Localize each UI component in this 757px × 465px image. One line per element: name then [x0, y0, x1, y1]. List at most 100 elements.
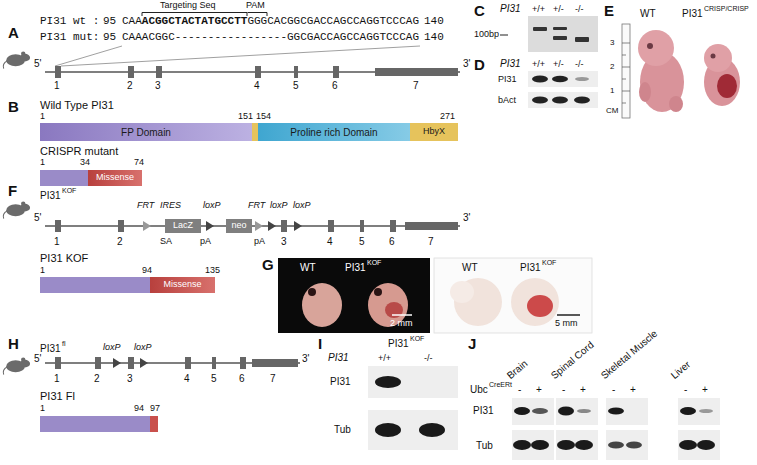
western-blot-j — [512, 398, 554, 425]
annotation-label: 154 — [256, 111, 271, 121]
pcr-gel — [528, 16, 598, 52]
annotation-label: 5 — [211, 373, 217, 385]
western-blot-i — [368, 366, 458, 450]
ruler — [622, 24, 630, 118]
embryo-photo — [302, 283, 342, 327]
annotation-label: WT — [640, 8, 656, 20]
sequence-text: PI31 mut: — [40, 31, 99, 44]
domain-box: Missense — [88, 170, 142, 186]
domain-bar — [150, 416, 158, 432]
annotation-label: 5' — [34, 353, 41, 365]
annotation-label: -/- — [575, 4, 584, 14]
sequence-text: PI31 wt : — [40, 15, 99, 28]
embryo-photo — [717, 74, 737, 98]
annotation-label: 6 — [239, 373, 245, 385]
annotation-label: Tub — [334, 424, 351, 436]
annotation-label: PI31 Fl — [40, 390, 75, 403]
annotation-label: -/- — [424, 353, 433, 363]
pcr-gel — [533, 27, 589, 42]
annotation-label: PI31 — [500, 3, 521, 15]
domain-label: FP Domain — [121, 127, 171, 138]
embryo-photo — [638, 30, 740, 112]
mouse-icon — [3, 202, 30, 219]
domain-bar — [40, 416, 150, 432]
sequence-text: 140 — [424, 15, 444, 28]
western-blot-d — [552, 97, 568, 104]
superscript-label: fl — [62, 340, 66, 348]
annotation-label: PI31 — [473, 405, 494, 417]
annotation-label: 5 — [293, 80, 299, 92]
annotation-label: - — [612, 384, 615, 396]
annotation-label: +/+ — [378, 353, 391, 363]
annotation-label: +/- — [553, 4, 564, 14]
sequence-text: 95 — [103, 15, 116, 28]
annotation-label: PI31 — [40, 190, 61, 202]
domain-box: HbyX — [410, 123, 458, 141]
annotation-label: 1 — [54, 236, 60, 248]
western-blot-d — [574, 97, 590, 104]
annotation-label: 3' — [302, 353, 309, 365]
annotation-label: loxP — [103, 342, 121, 352]
ruler — [622, 55, 626, 56]
domain-label: Missense — [163, 280, 201, 290]
annotation-label: 74 — [134, 157, 144, 167]
gene-map-f — [206, 221, 214, 231]
gene-map-f — [390, 220, 396, 232]
western-blot-j — [512, 430, 554, 460]
annotation-label: PI31 — [328, 352, 349, 364]
western-blot-j — [575, 440, 593, 450]
western-blot-i — [368, 410, 458, 450]
western-blot-i — [368, 366, 458, 398]
sequence-text: ACGGCTACTATGCCTT — [142, 15, 248, 28]
annotation-label: + — [702, 384, 708, 396]
annotation-label: 4 — [254, 80, 260, 92]
gene-map-h — [55, 357, 61, 369]
gene-map-h — [55, 357, 298, 369]
western-blot-d — [528, 71, 598, 108]
annotation-label: + — [580, 384, 586, 396]
gene-map-f — [405, 222, 458, 230]
western-blot-i — [375, 423, 401, 437]
annotation-label: +/- — [553, 59, 564, 69]
western-blot-j — [608, 408, 624, 415]
embryo-photo — [647, 43, 653, 49]
annotation-label: IRES — [160, 200, 181, 210]
panel-letter: D — [474, 56, 485, 73]
panel-letter: J — [468, 335, 476, 352]
annotation-label: PI31 — [498, 74, 517, 84]
superscript-label: KOF — [542, 259, 556, 267]
domain-box: LacZ — [165, 219, 201, 233]
annotation-label: - — [518, 384, 521, 396]
embryo-photo — [638, 30, 674, 66]
annotation-label: 1 — [54, 80, 60, 92]
annotation-label: - — [562, 384, 565, 396]
gene-map-a — [255, 66, 261, 78]
superscript-label: KOF — [62, 187, 76, 195]
domain-box: neo — [226, 219, 252, 233]
western-blot-d — [528, 71, 598, 87]
gene-map-h — [212, 357, 216, 369]
western-blot-j — [532, 408, 548, 414]
annotation-label: PI31 — [330, 376, 351, 388]
panel-letter: H — [8, 335, 19, 352]
western-blot-j — [678, 430, 720, 460]
annotation-label: Tub — [476, 440, 493, 452]
embryo-photo — [308, 288, 316, 296]
gene-map-a — [45, 66, 460, 78]
gene-map-f — [143, 221, 263, 231]
western-blot-j — [557, 440, 575, 450]
western-blot-j — [608, 442, 624, 449]
gene-map-a — [156, 66, 162, 78]
western-blot-j — [531, 440, 549, 450]
western-blot-j — [512, 398, 720, 460]
annotation-label: 135 — [205, 265, 220, 275]
annotation-label: 271 — [440, 111, 455, 121]
panel-letter: G — [262, 256, 274, 273]
panel-letter: I — [318, 335, 322, 352]
ruler — [622, 91, 630, 92]
gene-map-f — [281, 220, 287, 232]
gene-map-h — [113, 358, 121, 368]
annotation-label: 6 — [332, 80, 338, 92]
panel-letter: B — [8, 98, 19, 115]
western-blot-j — [626, 442, 642, 449]
